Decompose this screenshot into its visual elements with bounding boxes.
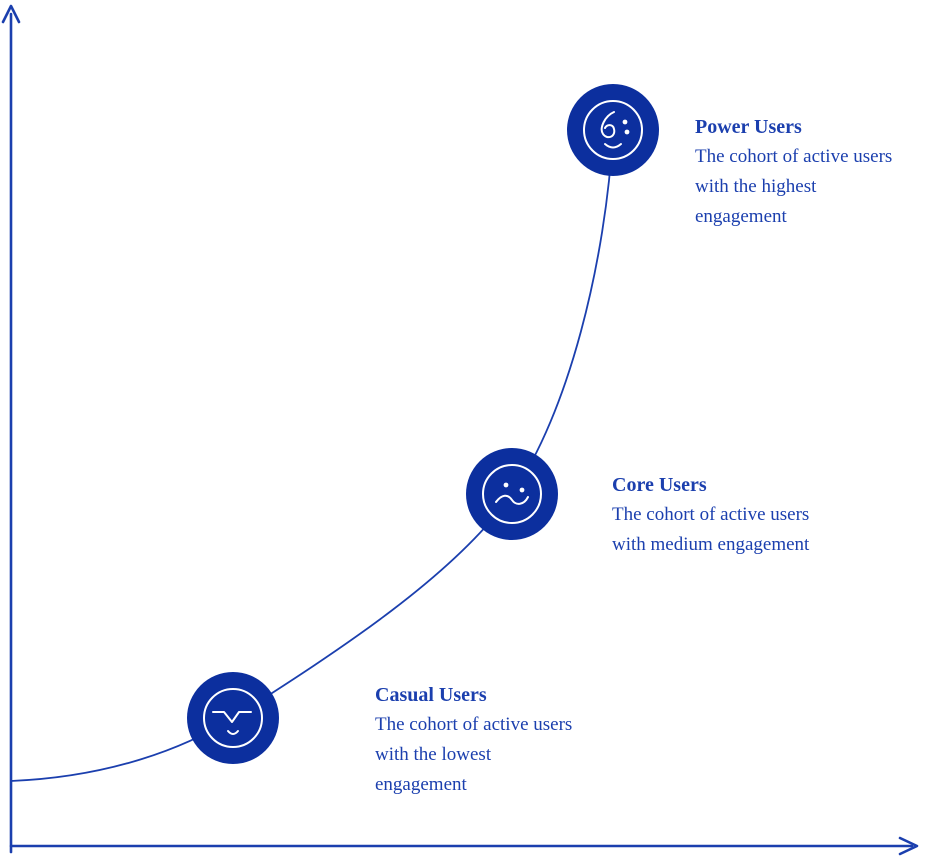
cohort-description: The cohort of active users with medium e… (612, 504, 810, 555)
growth-curve (10, 130, 614, 782)
x-axis (9, 836, 919, 856)
cohort-description: The cohort of active users with the high… (695, 146, 893, 227)
casual-user-face-icon (187, 672, 279, 764)
cohort-description: The cohort of active users with the lowe… (375, 714, 573, 795)
power-user-face-icon (567, 84, 659, 176)
cohort-title: Casual Users (375, 684, 487, 706)
x-axis-arrow-icon (898, 836, 919, 856)
y-axis (1, 4, 21, 854)
core-users-label: Core Users The cohort of active users wi… (612, 470, 810, 560)
cohort-title: Core Users (612, 474, 707, 496)
power-users-marker (567, 84, 659, 176)
casual-users-marker (187, 672, 279, 764)
core-users-marker (466, 448, 558, 540)
casual-users-label: Casual Users The cohort of active users … (375, 680, 573, 800)
power-users-label: Power Users The cohort of active users w… (695, 112, 907, 232)
y-axis-arrow-icon (1, 4, 21, 24)
cohort-title: Power Users (695, 116, 802, 138)
core-user-face-icon (466, 448, 558, 540)
